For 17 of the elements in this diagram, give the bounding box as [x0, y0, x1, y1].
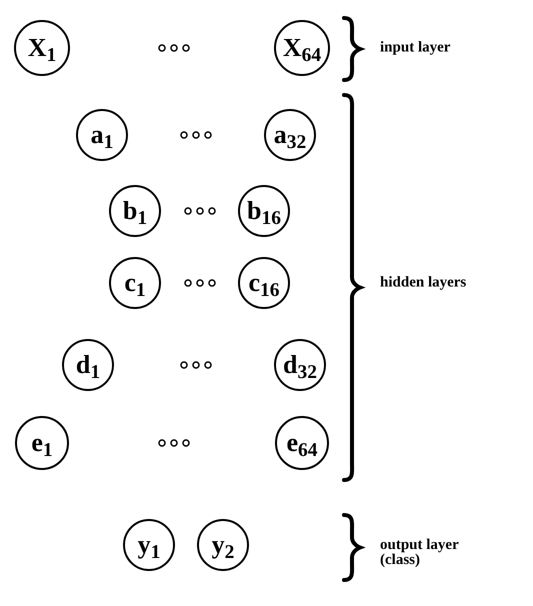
layer-label: hidden layers — [380, 276, 468, 290]
neuron-label: X$_{1}$ — [28, 35, 56, 61]
neuron-label: e$_{64}$ — [286, 430, 318, 456]
neuron-label: y$_{1}$ — [138, 532, 160, 558]
neuron-label: b$_{16}$ — [247, 198, 281, 224]
neuron-label: X$_{64}$ — [282, 35, 322, 61]
neuron-label: c$_{1}$ — [124, 270, 146, 296]
neuron-label: b$_{1}$ — [122, 198, 148, 224]
neuron-label: d$_{1}$ — [76, 352, 100, 378]
neuron-label: c$_{16}$ — [248, 270, 280, 296]
layer-label: output layer (class) — [380, 538, 460, 568]
neuron-label: a$_{32}$ — [274, 122, 306, 148]
neuron-label: e$_{1}$ — [31, 430, 53, 456]
layer-label: input layer — [380, 40, 452, 56]
neuron-label: y$_{2}$ — [212, 532, 234, 558]
neuron-label: d$_{32}$ — [283, 352, 317, 378]
neuron-label: a$_{1}$ — [90, 122, 114, 148]
